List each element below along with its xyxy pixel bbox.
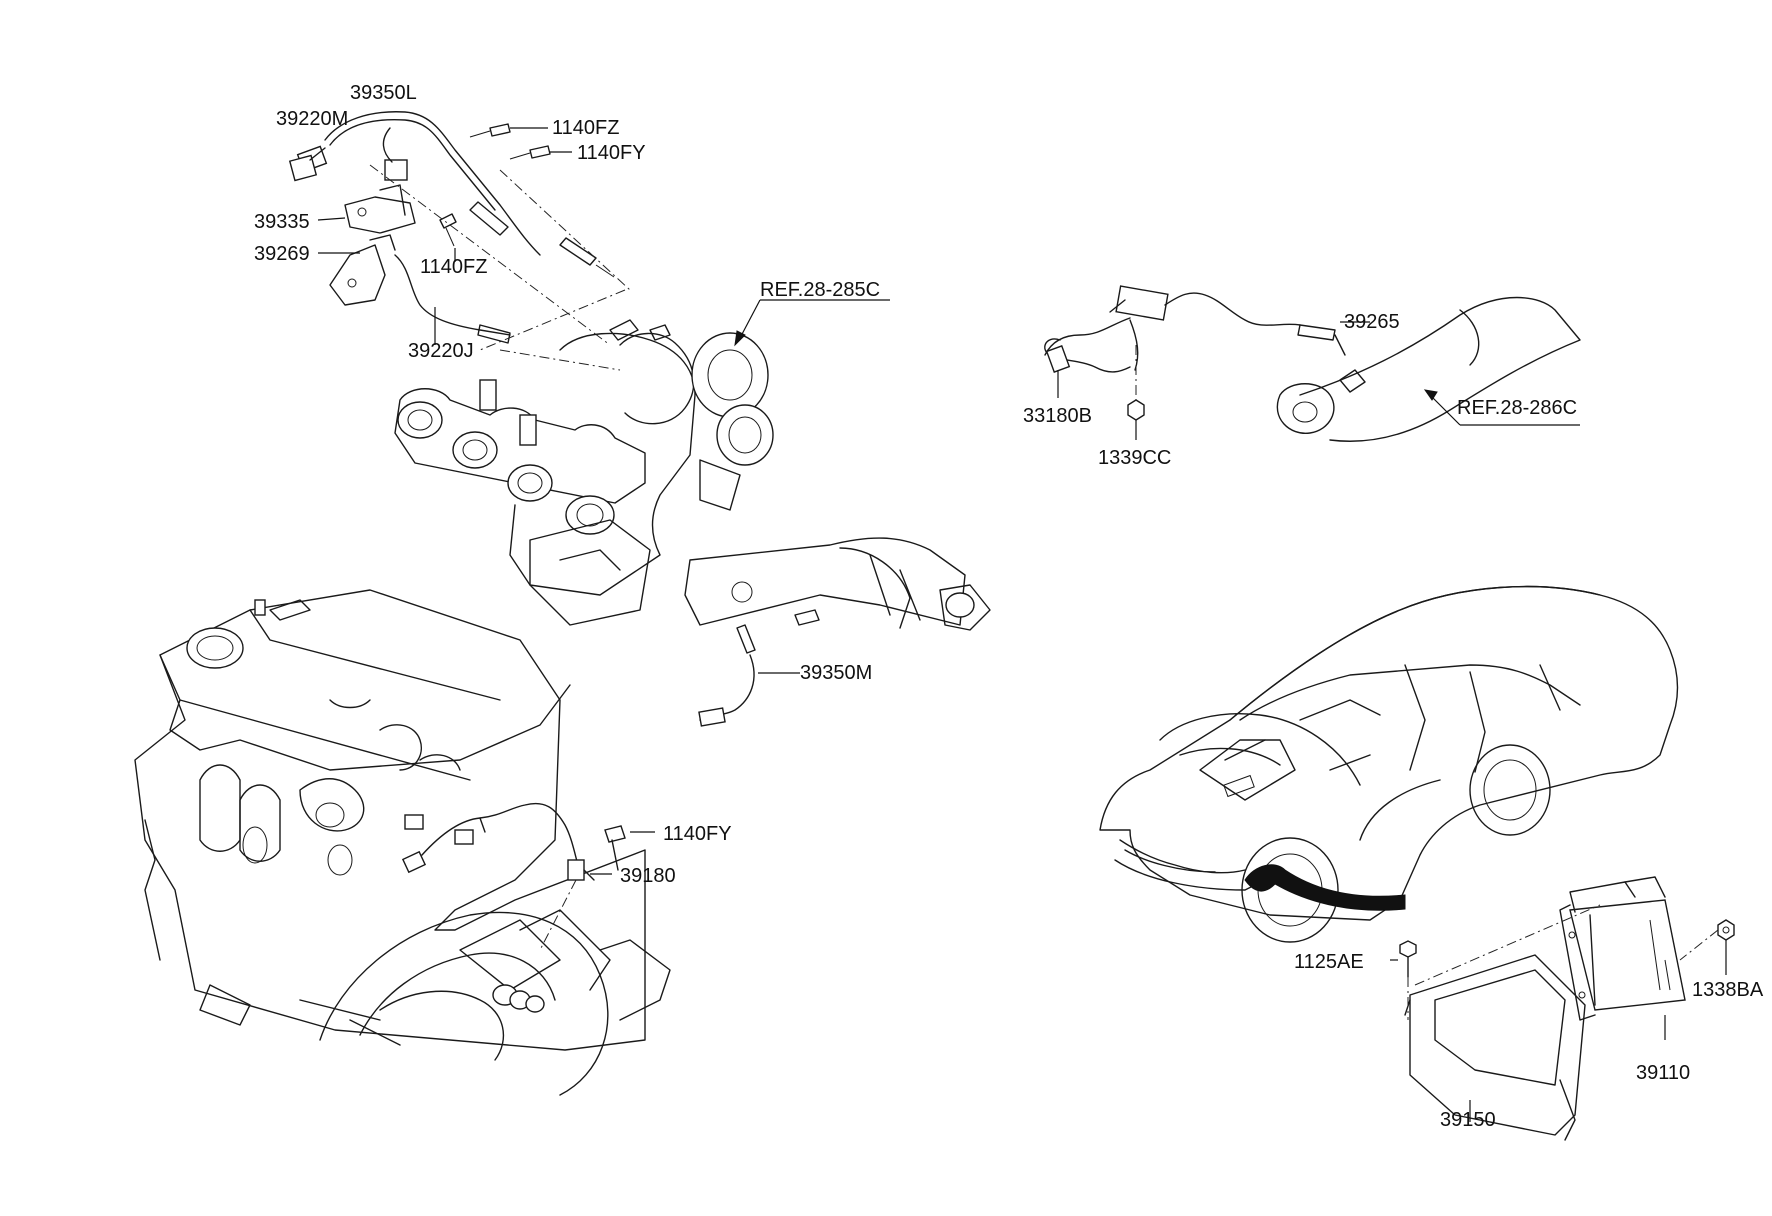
sensor-39350M	[698, 624, 800, 727]
turbo-exhaust-manifold	[394, 319, 774, 626]
bolt-1140FZ-top	[469, 123, 548, 138]
part-label-39110: 39110	[1636, 1062, 1691, 1084]
bracket-39150	[1404, 904, 1601, 1141]
part-label-39269: 39269	[254, 243, 310, 265]
sensor-harness-39265	[1044, 285, 1370, 371]
location-arrow	[1244, 864, 1406, 911]
sensor-39220M	[288, 147, 326, 182]
dash-leaders-top	[369, 164, 631, 371]
bolt-1140FY-bottom	[604, 825, 655, 871]
part-label-39150: 39150	[1440, 1109, 1496, 1131]
part-label-1339CC: 1339CC	[1098, 447, 1172, 469]
part-label-1338BA: 1338BA	[1692, 979, 1764, 1001]
ref-label-28-286C: REF.28-286C	[1457, 397, 1578, 419]
part-label-39220J: 39220J	[408, 340, 474, 362]
part-label-39350L: 39350L	[350, 82, 417, 104]
part-label-39220M: 39220M	[276, 108, 349, 130]
nut-1339CC	[1127, 345, 1145, 440]
part-label-1125AE: 1125AE	[1294, 951, 1364, 973]
bolt-1125AE	[1390, 940, 1417, 1020]
exhaust-pipe-ref286	[1276, 296, 1581, 442]
sensor-39180-harness	[401, 802, 612, 951]
sensor-harness-39220J	[394, 254, 511, 345]
vehicle-outline	[1099, 585, 1679, 943]
bolt-1140FY-top	[509, 145, 572, 160]
part-label-39265: 39265	[1344, 311, 1400, 333]
transmission-housing	[319, 909, 671, 1096]
part-label-33180B: 33180B	[1023, 405, 1092, 427]
ref-arrow-285C	[734, 299, 890, 347]
bracket-39335	[317, 184, 416, 234]
part-label-39350M: 39350M	[800, 662, 873, 684]
part-label-1140FY-top: 1140FY	[577, 142, 646, 164]
part-label-1140FY-bottom: 1140FY	[663, 823, 732, 845]
part-label-1140FZ-mid: 1140FZ	[420, 256, 488, 278]
ecu-39110	[1559, 876, 1686, 1040]
bolt-1140FZ-mid	[439, 213, 457, 262]
front-pipe-catalytic-converter	[684, 537, 991, 631]
sensor-33180B	[1044, 338, 1131, 398]
part-label-39335: 39335	[254, 211, 310, 233]
nut-1338BA	[1679, 919, 1735, 975]
ref-label-28-285C: REF.28-285C	[760, 279, 881, 301]
engine-block	[134, 589, 646, 1051]
bracket-39269	[318, 234, 396, 306]
part-label-1140FZ-top: 1140FZ	[552, 117, 620, 139]
part-label-39180: 39180	[620, 865, 676, 887]
